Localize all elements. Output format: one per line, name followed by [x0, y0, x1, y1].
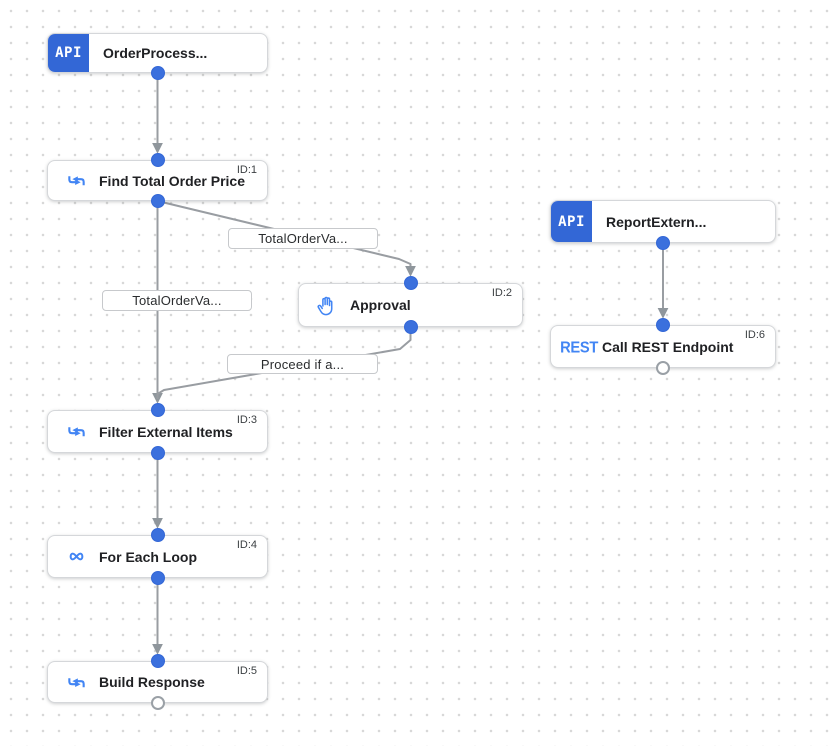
for-each-loop-input-port[interactable] — [150, 528, 165, 542]
call-rest-endpoint-output-port[interactable] — [656, 361, 670, 375]
node-title: OrderProcess... — [103, 45, 208, 61]
api-badge-text: API — [55, 45, 82, 61]
edge-label-text: TotalOrderVa... — [132, 293, 222, 308]
rest-icon: REST — [560, 337, 598, 356]
for-each-loop-output-port[interactable] — [150, 571, 165, 585]
find-total-order-price-output-port[interactable] — [150, 194, 165, 208]
find-total-order-price-input-port[interactable] — [150, 153, 165, 167]
data-mapping-icon — [64, 420, 88, 444]
node-title: Call REST Endpoint — [602, 338, 734, 355]
data-mapping-icon — [64, 670, 88, 694]
approval-input-port[interactable] — [403, 276, 418, 290]
report-extern-trigger-node[interactable]: API ReportExtern... — [550, 200, 776, 243]
infinity-icon — [64, 545, 88, 569]
node-title: ReportExtern... — [606, 213, 707, 230]
call-rest-endpoint-input-port[interactable] — [656, 318, 670, 332]
edge-label-proceed-if[interactable]: Proceed if a... — [227, 354, 378, 374]
data-mapping-icon — [64, 169, 88, 193]
node-title: Filter External Items — [99, 423, 233, 440]
node-id-label: ID:6 — [744, 329, 765, 341]
edge-label-text: Proceed if a... — [260, 356, 345, 372]
node-id-label: ID:1 — [236, 164, 257, 176]
api-badge-icon: API — [551, 201, 592, 242]
node-id-label: ID:4 — [236, 539, 257, 551]
node-title: Find Total Order Price — [99, 172, 245, 189]
node-id-label: ID:2 — [491, 287, 512, 299]
approval-output-port[interactable] — [403, 320, 418, 334]
order-process-trigger-node[interactable]: API OrderProcess... — [47, 33, 268, 73]
node-title: Approval — [350, 297, 411, 313]
api-badge-text: API — [558, 213, 585, 230]
hand-icon — [315, 293, 339, 317]
edge-label-text: TotalOrderVa... — [258, 231, 348, 246]
report-extern-trigger-output-port[interactable] — [656, 236, 670, 250]
approval-node[interactable]: Approval ID:2 — [298, 283, 523, 327]
node-title: Build Response — [99, 674, 205, 690]
filter-external-items-input-port[interactable] — [150, 403, 165, 417]
api-badge-icon: API — [48, 34, 89, 72]
edge-label-totalorder-to-filter[interactable]: TotalOrderVa... — [102, 290, 252, 311]
node-id-label: ID:5 — [236, 665, 257, 677]
build-response-output-port[interactable] — [150, 696, 165, 710]
node-title: For Each Loop — [99, 548, 197, 565]
order-process-trigger-output-port[interactable] — [150, 66, 165, 80]
filter-external-items-output-port[interactable] — [150, 446, 165, 460]
build-response-input-port[interactable] — [150, 654, 165, 668]
for-each-loop-node[interactable]: For Each Loop ID:4 — [47, 535, 268, 578]
node-id-label: ID:3 — [236, 414, 257, 426]
edge-label-totalorder-to-approval[interactable]: TotalOrderVa... — [228, 228, 378, 249]
